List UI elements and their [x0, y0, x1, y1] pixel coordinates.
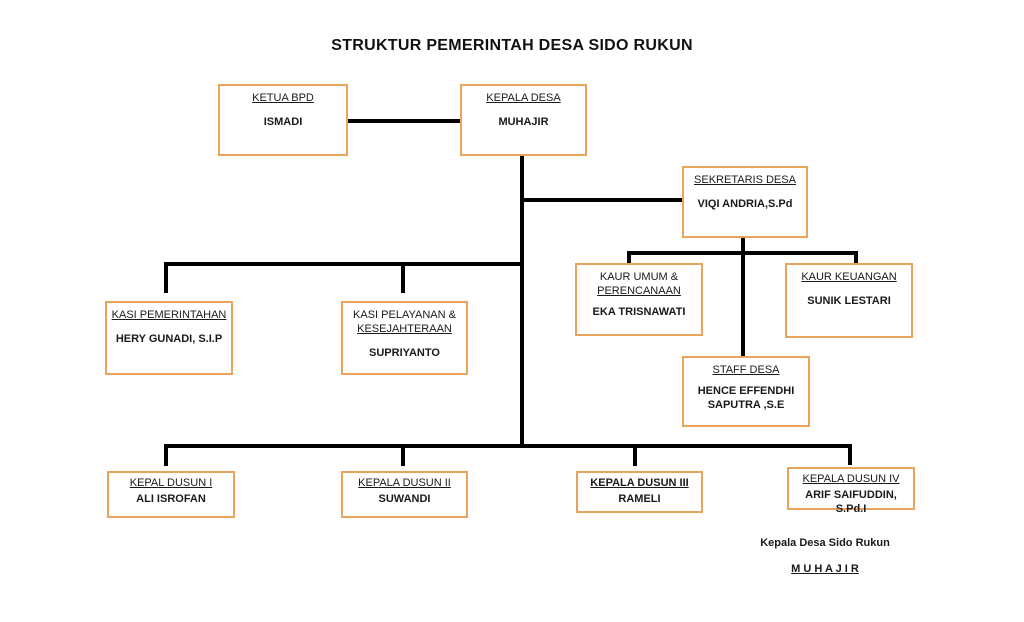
box-title: KETUA BPD: [252, 92, 314, 104]
org-box-kepala-dusun-1: KEPAL DUSUN I ALI ISROFAN: [107, 471, 235, 518]
box-name: HERY GUNADI, S.I.P: [115, 333, 223, 345]
org-box-sekretaris-desa: SEKRETARIS DESA VIQI ANDRIA,S.Pd: [682, 166, 808, 238]
connector-dusun1-drop-line: [164, 444, 168, 466]
box-title: KEPALA DESA: [486, 92, 561, 104]
connector-kasi-pelayanan-drop-line: [401, 262, 405, 293]
box-name: MUHAJIR: [498, 116, 549, 128]
box-name: EKA TRISNAWATI: [592, 306, 686, 318]
signature-block: Kepala Desa Sido Rukun M U H A J I R: [755, 537, 895, 576]
connector-kasi-pemerintahan-drop-line: [164, 262, 168, 293]
connector-sekretaris-vertical-line: [741, 238, 745, 356]
box-title: SEKRETARIS DESA: [694, 174, 796, 186]
signature-role: Kepala Desa Sido Rukun: [760, 537, 890, 549]
org-box-kasi-pemerintahan: KASI PEMERINTAHAN HERY GUNADI, S.I.P: [105, 301, 233, 375]
box-title: KEPALA DUSUN III: [590, 477, 689, 489]
org-box-ketua-bpd: KETUA BPD ISMADI: [218, 84, 348, 156]
box-title: STAFF DESA: [712, 364, 780, 376]
connector-bpd-kepala-line: [348, 119, 460, 123]
org-box-kaur-umum: KAUR UMUM & PERENCANAAN EKA TRISNAWATI: [575, 263, 703, 336]
box-name: ISMADI: [263, 116, 303, 128]
connector-kaur-keuangan-drop-line: [854, 251, 858, 263]
connector-kaur-horizontal-line: [627, 251, 858, 255]
org-box-kepala-dusun-4: KEPALA DUSUN IV ARIF SAIFUDDIN, S.Pd.I: [787, 467, 915, 515]
box-title: KEPALA DUSUN IV: [802, 473, 900, 485]
box-name: SUPRIYANTO: [369, 347, 440, 359]
org-box-kepala-desa: KEPALA DESA MUHAJIR: [460, 84, 587, 156]
box-title: KEPALA DUSUN II: [358, 477, 451, 489]
chart-title: STRUKTUR PEMERINTAH DESA SIDO RUKUN: [331, 37, 693, 54]
box-name: SUWANDI: [378, 493, 431, 505]
box-name: HENCE EFFENDHI SAPUTRA ,S.E: [697, 385, 795, 411]
org-box-kaur-keuangan: KAUR KEUANGAN SUNIK LESTARI: [785, 263, 913, 338]
org-box-kasi-pelayanan: KASI PELAYANAN & KESEJAHTERAAN SUPRIYANT…: [341, 301, 468, 375]
connector-dusun2-drop-line: [401, 444, 405, 466]
signature-name: M U H A J I R: [791, 563, 859, 575]
connector-dusun4-drop-line: [848, 444, 852, 465]
box-name: VIQI ANDRIA,S.Pd: [697, 198, 793, 210]
connector-dusun-horizontal-line: [164, 444, 852, 448]
connector-sekretaris-horizontal-line: [522, 198, 682, 202]
box-title: KAUR KEUANGAN: [801, 271, 897, 283]
box-name: ARIF SAIFUDDIN, S.Pd.I: [805, 489, 897, 515]
box-name: RAMELI: [618, 493, 661, 505]
connector-dusun3-drop-line: [633, 444, 637, 466]
box-title: KASI PELAYANAN & KESEJAHTERAAN: [353, 309, 456, 335]
box-title: KAUR UMUM & PERENCANAAN: [597, 271, 681, 297]
connector-trunk-vertical-line: [520, 156, 524, 448]
box-title: KASI PEMERINTAHAN: [111, 309, 227, 321]
box-title: KEPAL DUSUN I: [129, 477, 213, 489]
connector-kaur-umum-drop-line: [627, 251, 631, 263]
box-name: ALI ISROFAN: [136, 493, 206, 505]
org-box-kepala-dusun-2: KEPALA DUSUN II SUWANDI: [341, 471, 468, 518]
box-name: SUNIK LESTARI: [807, 295, 891, 307]
org-box-staff-desa: STAFF DESA HENCE EFFENDHI SAPUTRA ,S.E: [682, 356, 810, 427]
org-box-kepala-dusun-3: KEPALA DUSUN III RAMELI: [576, 471, 703, 513]
connector-kasi-horizontal-line: [164, 262, 522, 266]
